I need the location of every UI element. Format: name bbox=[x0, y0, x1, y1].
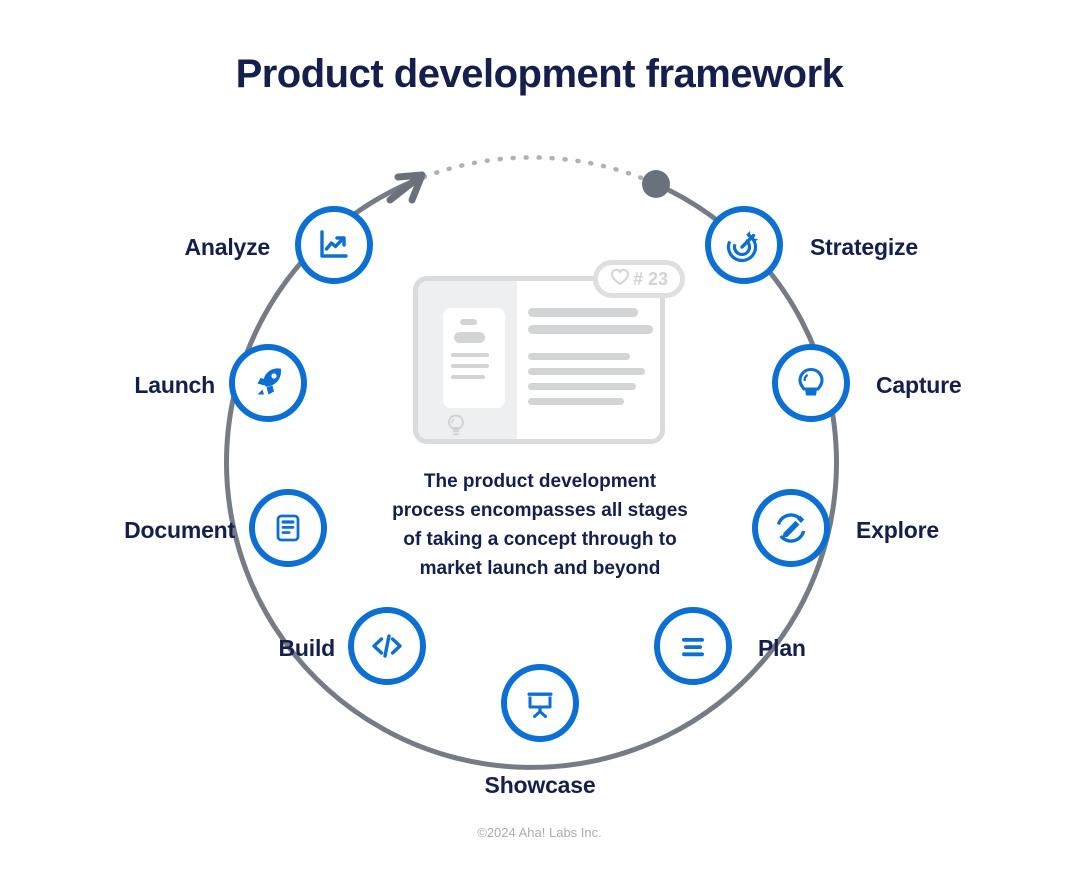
cycle-arrowhead bbox=[386, 171, 426, 204]
caption-line: The product development bbox=[423, 471, 657, 492]
rocket-icon bbox=[248, 363, 288, 403]
center-caption: The product development process encompas… bbox=[340, 467, 740, 583]
caption-line: market launch and beyond bbox=[419, 558, 661, 579]
node-launch[interactable] bbox=[229, 344, 307, 422]
node-showcase[interactable] bbox=[501, 664, 579, 742]
target-arrow-icon bbox=[724, 225, 764, 265]
page-title: Product development framework bbox=[235, 52, 844, 96]
lightbulb-icon bbox=[792, 364, 830, 402]
label-document: Document bbox=[124, 517, 235, 543]
node-document[interactable] bbox=[249, 489, 327, 567]
list-lines-icon bbox=[674, 627, 712, 665]
node-plan[interactable] bbox=[654, 607, 732, 685]
heart-icon bbox=[610, 268, 630, 291]
label-explore: Explore bbox=[856, 517, 939, 543]
chart-trend-icon bbox=[314, 225, 354, 265]
label-build: Build bbox=[278, 635, 336, 661]
node-analyze[interactable] bbox=[295, 206, 373, 284]
node-capture[interactable] bbox=[772, 344, 850, 422]
cycle-arc-dotted bbox=[421, 155, 659, 187]
node-explore[interactable] bbox=[752, 489, 830, 567]
wireframe-content-panel bbox=[517, 281, 660, 439]
lightbulb-icon bbox=[445, 413, 467, 437]
label-launch: Launch bbox=[134, 372, 215, 398]
code-tag-icon bbox=[367, 626, 407, 666]
wireframe-card bbox=[413, 276, 665, 444]
label-capture: Capture bbox=[876, 372, 962, 398]
document-icon bbox=[269, 509, 307, 547]
caption-line: process encompasses all stages bbox=[392, 500, 688, 521]
cycle-start-dot bbox=[642, 170, 670, 198]
label-analyze: Analyze bbox=[184, 234, 270, 260]
engagement-badge: # 23 bbox=[593, 260, 685, 298]
label-strategize: Strategize bbox=[810, 234, 918, 260]
pencil-circle-icon bbox=[771, 508, 811, 548]
center-illustration: # 23 bbox=[413, 260, 685, 444]
node-strategize[interactable] bbox=[705, 206, 783, 284]
copyright-footer: ©2024 Aha! Labs Inc. bbox=[477, 825, 602, 840]
wireframe-side-panel bbox=[443, 308, 505, 408]
caption-line: of taking a concept through to bbox=[403, 529, 677, 550]
label-plan: Plan bbox=[758, 635, 806, 661]
badge-count: # 23 bbox=[632, 268, 669, 289]
label-showcase: Showcase bbox=[484, 772, 596, 798]
node-build[interactable] bbox=[348, 607, 426, 685]
presentation-icon bbox=[521, 684, 559, 722]
